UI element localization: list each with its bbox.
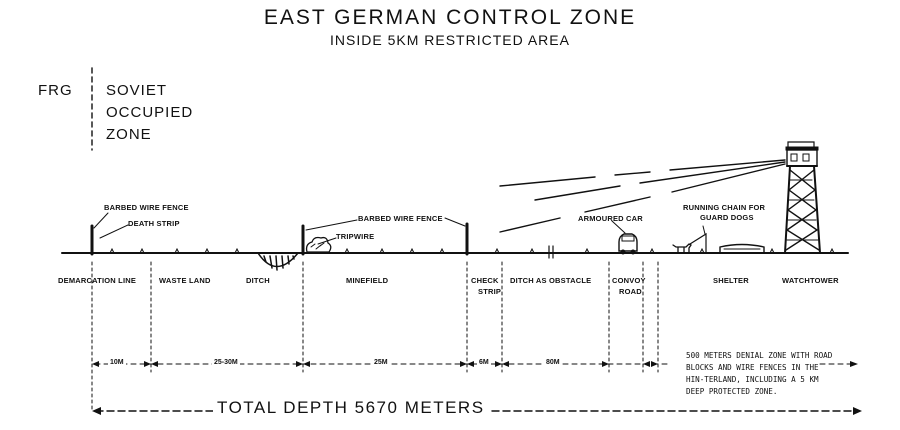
check-strip-label-1: CHECK	[471, 276, 499, 285]
frg-label: FRG	[38, 82, 73, 99]
soviet-zone-line-3: ZONE	[106, 126, 152, 143]
leader-fence-1	[93, 212, 109, 229]
ditch-hatching	[263, 255, 295, 271]
running-chain-label-2: GUARD DOGS	[700, 213, 754, 222]
running-chain	[689, 232, 707, 254]
diagram-subtitle: INSIDE 5KM RESTRICTED AREA	[330, 32, 570, 48]
segment-label-25m: 25M	[372, 359, 390, 366]
barbed-wire-fence-label-2: BARBED WIRE FENCE	[358, 214, 443, 223]
running-chain-label-1: RUNNING CHAIN FOR	[683, 203, 766, 212]
armoured-car	[611, 220, 638, 255]
guard-dog	[672, 225, 707, 254]
barbed-wire-fence-label-1: BARBED WIRE FENCE	[104, 203, 189, 212]
leader-fence-2b	[444, 217, 466, 227]
leader-fence-2a	[305, 219, 358, 231]
demarcation-line-label: DEMARCATION LINE	[58, 276, 137, 285]
soviet-zone-line-1: SOVIET	[106, 82, 168, 99]
watchtower	[784, 141, 821, 254]
ditch-label: DITCH	[246, 276, 270, 285]
total-depth-label: TOTAL DEPTH 5670 METERS	[213, 398, 489, 418]
soviet-zone-line-2: OCCUPIED	[106, 104, 194, 121]
segment-label-80m: 80M	[544, 359, 562, 366]
denial-zone-note: 500 METERS DENIAL ZONE WITH ROAD BLOCKS …	[686, 351, 833, 396]
segment-label-6m: 6M	[477, 359, 491, 366]
segment-label-25-30m: 25-30M	[212, 359, 240, 366]
armoured-car-label: ARMOURED CAR	[578, 214, 643, 223]
shelter	[719, 243, 765, 254]
tripwire-bush	[305, 236, 332, 253]
waste-land-label: WASTE LAND	[159, 276, 211, 285]
check-strip-label-2: STRIP	[478, 287, 502, 296]
dimension-verticals	[91, 261, 659, 413]
searchlight-beams	[499, 159, 786, 233]
watchtower-label: WATCHTOWER	[782, 276, 839, 285]
convoy-road-label-2: ROAD	[619, 287, 642, 296]
ditch-shape	[257, 252, 299, 268]
diagram-title: EAST GERMAN CONTROL ZONE	[263, 6, 637, 29]
arrowheads	[92, 361, 862, 415]
death-strip-label: DEATH STRIP	[128, 219, 180, 228]
segment-label-10m: 10M	[108, 359, 126, 366]
minefield-label: MINEFIELD	[346, 276, 389, 285]
shelter-label: SHELTER	[713, 276, 749, 285]
tripwire-label: TRIPWIRE	[336, 232, 375, 241]
grass-tufts	[109, 247, 835, 254]
ditch-as-obstacle-label: DITCH AS OBSTACLE	[510, 276, 592, 285]
leader-death-strip	[99, 224, 129, 239]
tripwire-bush-detail	[310, 242, 325, 250]
convoy-road-label-1: CONVOY	[612, 276, 646, 285]
